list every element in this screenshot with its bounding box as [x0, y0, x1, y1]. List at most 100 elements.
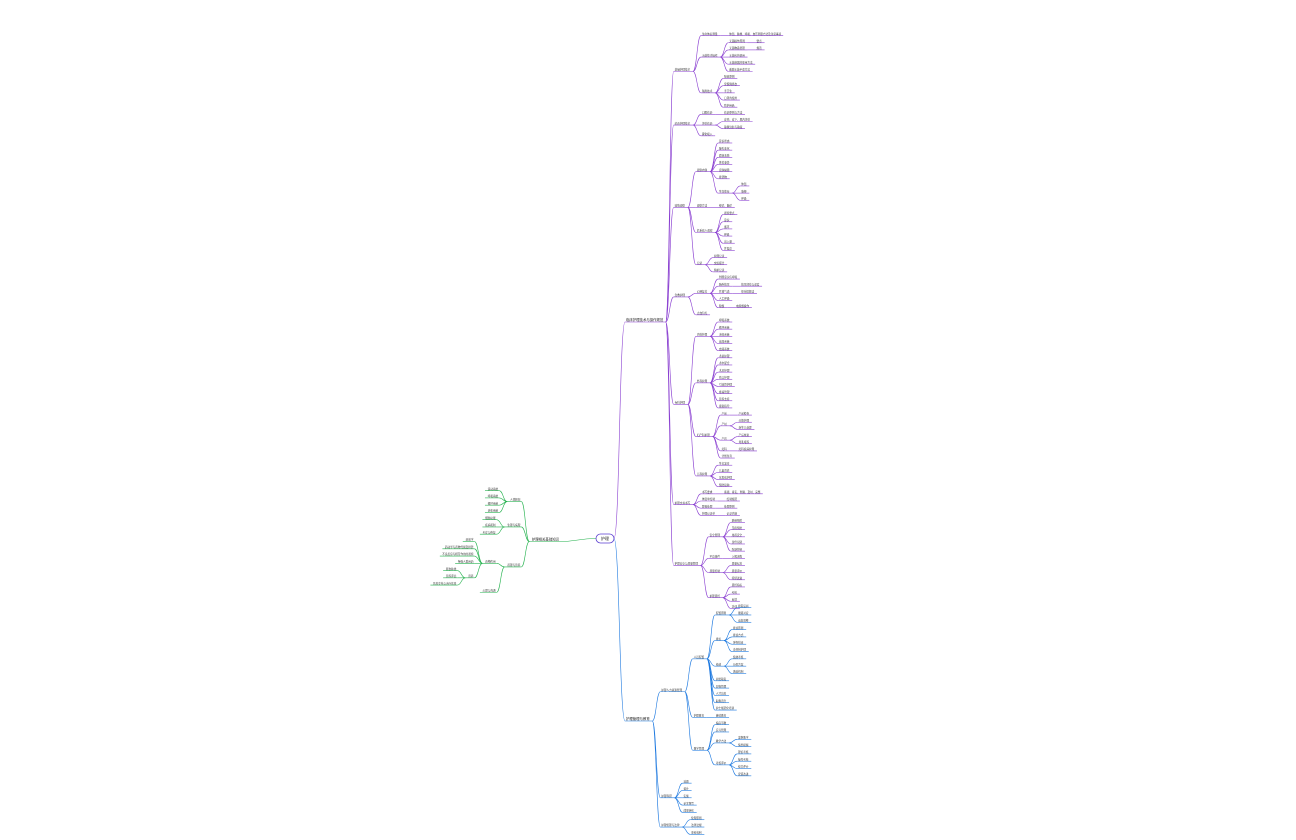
topic-node-a-3-0-2-0[interactable]: 仰头提颏法: [740, 290, 757, 294]
topic-node-b-0-2-2-0[interactable]: 案例教学: [737, 735, 752, 740]
topic-node-c-2[interactable]: 药理与营养: [504, 563, 522, 568]
topic-node-a-1-1-1[interactable]: 静脉注射与输液: [723, 125, 745, 129]
topic-node-a-2-0-1[interactable]: 瞳孔变化: [718, 146, 733, 151]
topic-node-b-0-2-3-3[interactable]: 反馈改进: [737, 772, 752, 777]
topic-node-a-2-1[interactable]: 观察方法: [695, 204, 711, 208]
topic-node-c-0-3[interactable]: 消化系统: [484, 509, 500, 513]
topic-node-a-2-1-0[interactable]: 视诊、触诊: [718, 204, 735, 208]
topic-node-a-4-1-4[interactable]: 引流管护理: [718, 383, 735, 387]
topic-node-c-2-0-4-2[interactable]: 营养支持与治疗饮食: [430, 581, 458, 586]
topic-node-a-4-2-2-1[interactable]: 母乳喂养: [737, 440, 752, 445]
topic-node-a-6[interactable]: 护理安全与质量管理: [673, 562, 701, 566]
topic-node-c-1-1[interactable]: 疾病机制: [482, 523, 497, 528]
topic-node-a-4-0[interactable]: 内科护理: [695, 333, 711, 337]
topic-node-c-2-0-1[interactable]: 药动学与药物代谢及排泄: [442, 545, 475, 550]
topic-node-b-0-0-2-0[interactable]: 绩效考核: [731, 655, 747, 660]
topic-node-a-3-0-4-0[interactable]: 电除颤操作: [735, 304, 752, 308]
topic-node-b-0-2[interactable]: 教学管理: [692, 746, 707, 751]
topic-node-b-0[interactable]: 护理人力资源管理: [660, 688, 685, 693]
topic-node-a-4-2-0-0[interactable]: 产前检查: [737, 411, 752, 416]
topic-node-a-0-1-1-0[interactable]: 规范: [755, 46, 765, 51]
topic-node-b-0-0[interactable]: 人员配置: [692, 655, 707, 660]
topic-node-a-6-3-1[interactable]: 考核: [730, 590, 740, 595]
topic-node-c-2-0[interactable]: 药物作用: [482, 560, 497, 564]
topic-node-a-4-2-2[interactable]: 产后: [720, 436, 730, 441]
topic-node-c-1-2[interactable]: 炎症与修复: [479, 530, 497, 535]
topic-node-a-2-0-5[interactable]: 排泄物: [718, 175, 730, 180]
topic-node-a-2-2-0[interactable]: 观察要点: [723, 211, 738, 215]
topic-node-a-6-2-2[interactable]: 持续改进: [730, 576, 745, 581]
topic-node-a-0-2-3[interactable]: 口罩的使用: [723, 96, 740, 101]
topic-node-b-0-0-0-1[interactable]: 能级对应: [737, 611, 752, 616]
topic-node-b-1-4[interactable]: 成果转化: [682, 809, 697, 813]
topic-node-a-2-0-2[interactable]: 面容表情: [718, 154, 733, 158]
topic-node-a-6-1[interactable]: 不良事件: [708, 554, 723, 559]
topic-node-c-2-0-3[interactable]: 特殊人群用药: [455, 560, 475, 564]
topic-node-b-0-0-5[interactable]: 人才培养: [714, 692, 730, 696]
topic-node-c-0-0[interactable]: 运动系统: [484, 487, 500, 491]
topic-node-a-4-0-4[interactable]: 血液系统: [718, 347, 733, 351]
topic-node-a-0-2[interactable]: 隔离技术: [700, 89, 716, 94]
topic-node-b-0-0-1[interactable]: 排班: [714, 637, 724, 641]
topic-node-a-5[interactable]: 护理文书书写: [673, 501, 693, 505]
topic-node-a-4-1-3[interactable]: 伤口护理: [718, 375, 733, 380]
topic-node-b-0-2-2[interactable]: 教学方法: [714, 739, 730, 744]
topic-node-a-4-0-1[interactable]: 循环系统: [718, 325, 733, 330]
topic-node-a-6-0-4[interactable]: 院感控制: [730, 547, 745, 552]
topic-node-b-0-0-6[interactable]: 职称晋升: [714, 699, 730, 704]
topic-node-a-2-0-6-0[interactable]: 体温: [740, 182, 750, 187]
topic-node-a-6-0[interactable]: 安全管理: [708, 533, 723, 538]
topic-node-a-2-2-2[interactable]: 循环: [723, 225, 733, 230]
topic-node-a-0[interactable]: 基础护理技术: [673, 68, 693, 72]
topic-node-b-0-0-2[interactable]: 绩效: [714, 662, 724, 667]
topic-node-a-5-2-0[interactable]: 处理原则: [723, 504, 738, 509]
topic-node-b-0-2-1[interactable]: 实习管理: [714, 728, 730, 733]
topic-node-a-2-3-0[interactable]: 护理记录: [712, 254, 728, 258]
topic-node-a-1[interactable]: 给药护理技术: [673, 121, 693, 126]
topic-node-c-1[interactable]: 生理与病理: [504, 523, 522, 528]
topic-node-a-2-2[interactable]: 危重病人观察: [695, 229, 716, 233]
topic-node-a-6-3-0[interactable]: 质控指标: [730, 583, 745, 588]
topic-node-b-0-0-2-1[interactable]: 分配方案: [731, 662, 747, 667]
topic-node-a-2-0-6-1[interactable]: 脉搏: [740, 189, 750, 194]
topic-node-a-1-1[interactable]: 注射给药: [700, 121, 716, 126]
topic-node-a-2-0-6[interactable]: 生命体征: [718, 189, 733, 194]
topic-node-a-0-0-0[interactable]: 体温、脉搏、呼吸、血压测量方法及注意事项: [728, 32, 784, 36]
topic-node-b-0-0-1-3[interactable]: 责任制护理: [731, 648, 749, 652]
topic-node-a-2-2-3[interactable]: 呼吸: [723, 232, 733, 237]
branch-a[interactable]: 临床护理技术与操作规范: [625, 317, 666, 323]
topic-node-a-0-1-0-0[interactable]: 要点: [755, 39, 765, 44]
topic-node-c-2-1[interactable]: 心理与沟通: [479, 589, 497, 593]
topic-node-b-1-2[interactable]: 实施: [682, 794, 692, 799]
topic-node-b-0-0-0[interactable]: 配置原则: [714, 611, 730, 616]
topic-node-b-2[interactable]: 护理伦理与法律: [660, 823, 683, 828]
topic-node-a-2-3-1[interactable]: 交班报告: [712, 261, 728, 266]
topic-node-a-5-2[interactable]: 医嘱处理: [700, 504, 716, 509]
topic-node-a-0-1-3[interactable]: 无菌容器的使用方法: [728, 60, 756, 65]
topic-node-b-0-2-3-0[interactable]: 理论考核: [737, 750, 752, 755]
topic-node-a-5-0[interactable]: 书写要求: [700, 490, 716, 495]
topic-node-a-1-0[interactable]: 口服给药: [700, 111, 716, 115]
topic-node-c-2-0-2[interactable]: 不良反应与相互作用的观察: [439, 552, 475, 557]
topic-node-a-2-0-3[interactable]: 体位姿势: [718, 161, 733, 165]
root-node[interactable]: 护理: [595, 533, 615, 544]
topic-node-a-3-0-4[interactable]: 除颤: [718, 304, 728, 308]
topic-node-c-0-2[interactable]: 循环系统: [484, 501, 500, 506]
topic-node-b-0-0-1-1[interactable]: 排班方式: [731, 633, 747, 638]
topic-node-a-4-0-2[interactable]: 消化系统: [718, 333, 733, 337]
topic-node-a-0-2-0[interactable]: 隔离原则: [723, 75, 738, 79]
topic-node-c-2-0-4[interactable]: 营养: [465, 574, 475, 579]
topic-node-a-6-2-0[interactable]: 质量标准: [730, 562, 745, 566]
topic-node-a-0-1-2[interactable]: 无菌包的使用: [728, 53, 748, 58]
topic-node-a-3-0-1-0[interactable]: 按压部位与深度: [740, 282, 763, 287]
topic-node-a-6-2-1[interactable]: 质量评价: [730, 569, 745, 573]
topic-node-b-1-1[interactable]: 设计: [682, 787, 692, 791]
topic-node-b-1-0[interactable]: 选题: [682, 779, 692, 784]
topic-node-b-0-1[interactable]: 护理教育: [692, 714, 707, 718]
topic-node-a-4-2-2-0[interactable]: 产后恢复: [737, 433, 752, 437]
topic-node-a-0-2-2[interactable]: 手卫生: [723, 89, 735, 94]
topic-node-a-2-0-4[interactable]: 皮肤黏膜: [718, 168, 733, 172]
topic-node-a-4-0-3[interactable]: 泌尿系统: [718, 340, 733, 344]
topic-node-a-4-1[interactable]: 外科护理: [695, 379, 711, 384]
topic-node-c-0[interactable]: 人体解剖: [507, 498, 522, 502]
